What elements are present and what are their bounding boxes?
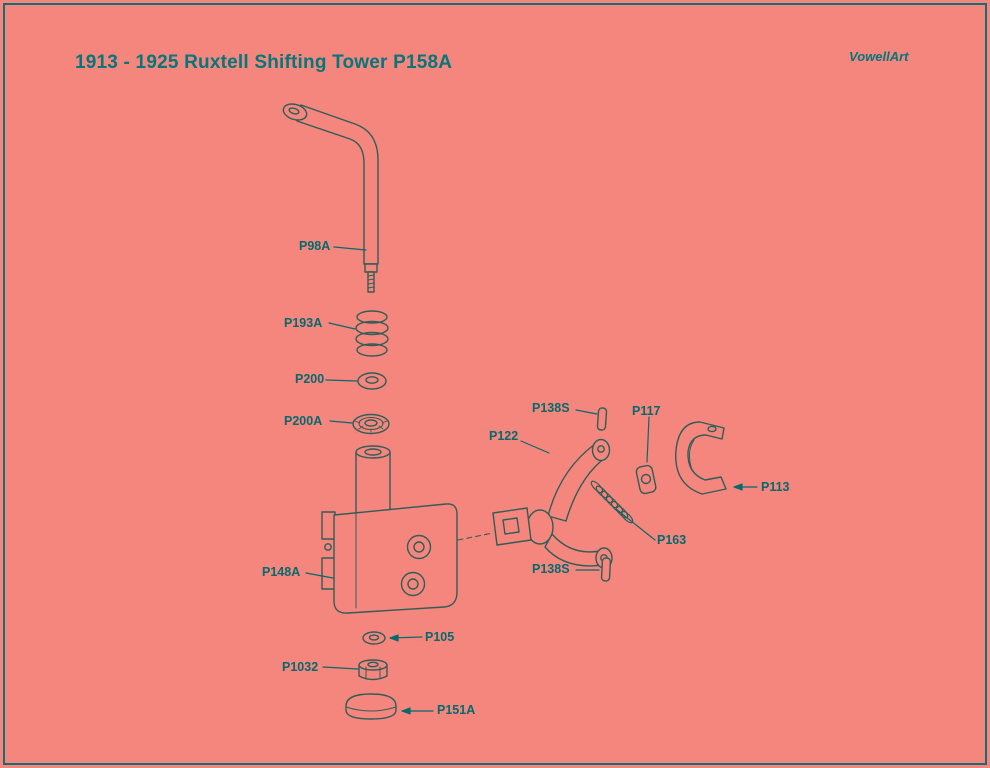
page-title: 1913 - 1925 Ruxtell Shifting Tower P158A [75, 52, 453, 73]
shift-lever-drawing [282, 103, 379, 293]
bearing-p200a-drawing [352, 413, 390, 435]
label-p117: P117 [632, 404, 661, 418]
shift-fork-drawing [492, 438, 613, 569]
spring-p193a-drawing [355, 310, 389, 357]
washer-p200-drawing [357, 372, 387, 390]
label-p98a: P98A [299, 239, 331, 253]
label-p151a: P151A [437, 703, 476, 717]
pin-upper-drawing [596, 407, 608, 431]
nut-p1032-drawing [358, 659, 388, 681]
label-p122: P122 [489, 429, 519, 443]
label-p163: P163 [657, 533, 687, 547]
label-p200: P200 [295, 372, 325, 386]
clamp-yoke-drawing [675, 421, 727, 495]
pin-lower-drawing [600, 557, 612, 582]
label-p105: P105 [425, 630, 455, 644]
label-p138s-top: P138S [532, 401, 570, 415]
label-p193a: P193A [284, 316, 323, 330]
artist-credit: VowellArt [849, 49, 909, 64]
leader-lines [305, 246, 758, 715]
tower-housing-drawing [321, 445, 458, 614]
cap-p151a-drawing [345, 693, 397, 720]
label-p200a: P200A [284, 414, 323, 428]
label-p138s-bottom: P138S [532, 562, 570, 576]
label-p148a: P148A [262, 565, 301, 579]
washer-p105-drawing [362, 631, 386, 645]
spring-p163-drawing [590, 480, 634, 524]
assembly-centerline [457, 532, 494, 541]
label-p1032: P1032 [282, 660, 319, 674]
bushing-p117-drawing [635, 464, 657, 495]
label-p113: P113 [761, 480, 790, 494]
